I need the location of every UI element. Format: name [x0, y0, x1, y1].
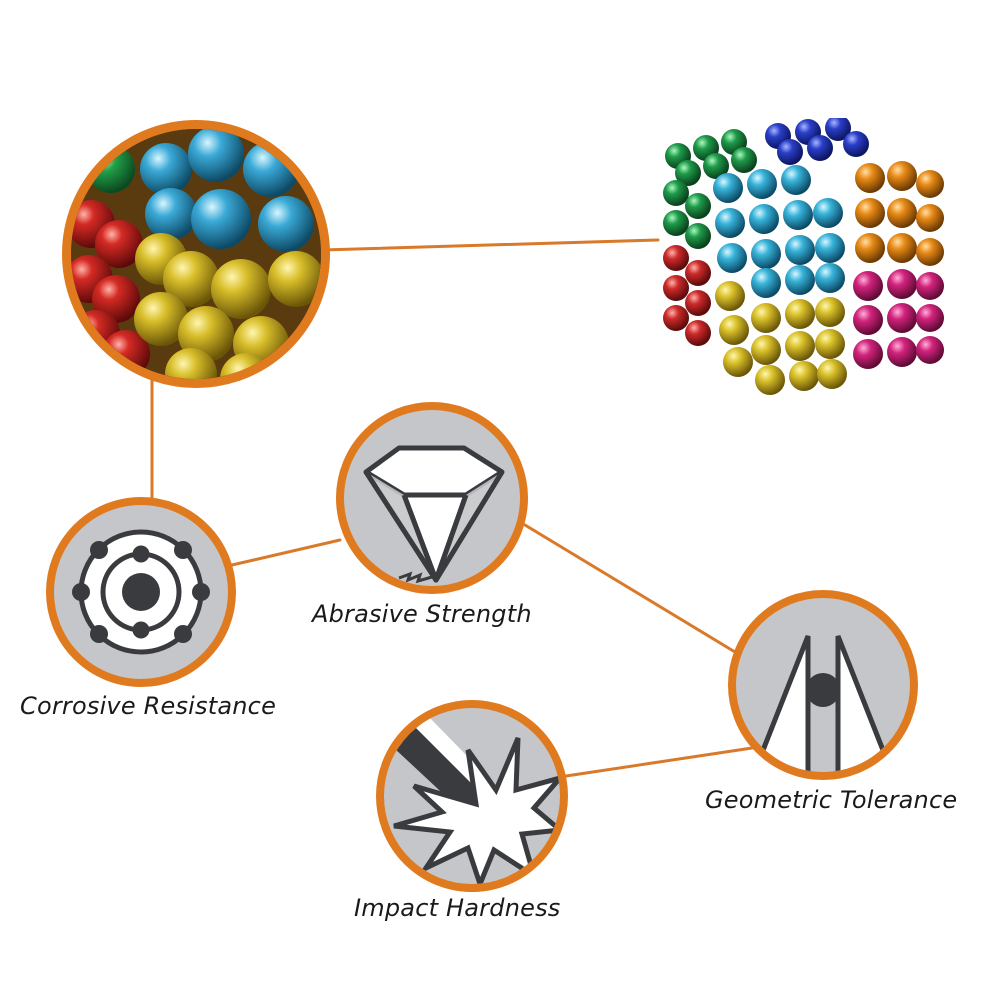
atom-icon: [72, 529, 210, 655]
impact-hardness-node: [376, 700, 568, 892]
geometric-tolerance-node: [728, 590, 918, 780]
magnified-balls-circle: [62, 120, 330, 388]
geometric-tolerance-label: Geometric Tolerance: [705, 786, 958, 814]
corrosive-resistance-node: [46, 497, 236, 687]
magnetic-ball-cube-image: [658, 115, 948, 408]
abrasive-strength-node: [336, 402, 528, 594]
magnified-balls-image: [71, 129, 321, 379]
impact-hardness-label: Impact Hardness: [354, 894, 561, 922]
abrasive-strength-label: Abrasive Strength: [312, 600, 532, 628]
impact-burst-icon: [393, 716, 560, 884]
corrosive-resistance-label: Corrosive Resistance: [20, 692, 277, 720]
diamond-icon: [363, 445, 505, 584]
ball-caliper-icon: [753, 635, 893, 772]
